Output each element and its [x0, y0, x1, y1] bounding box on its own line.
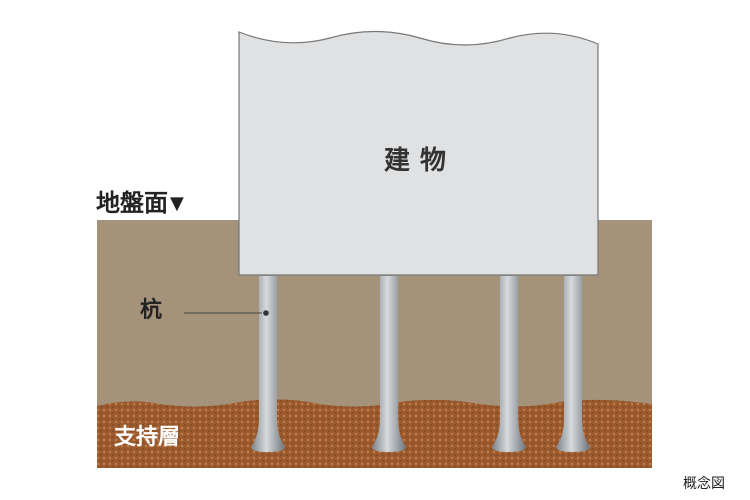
bearing-layer-label: 支持層 [114, 425, 181, 450]
pile-1 [251, 276, 285, 452]
pile-2 [372, 276, 406, 452]
building-shape [238, 30, 599, 276]
ground-surface-text: 地盤面 [96, 189, 168, 217]
pile-4 [556, 276, 590, 452]
triangle-down-icon: ▼ [170, 193, 184, 214]
pile-3 [492, 276, 526, 452]
ground-surface-label: 地盤面▼ [96, 191, 184, 215]
pile-label: 杭 [140, 298, 163, 323]
pile-leader-dot [263, 310, 269, 316]
building-label: 建物 [384, 146, 457, 176]
conceptual-diagram-note: 概念図 [683, 476, 725, 492]
